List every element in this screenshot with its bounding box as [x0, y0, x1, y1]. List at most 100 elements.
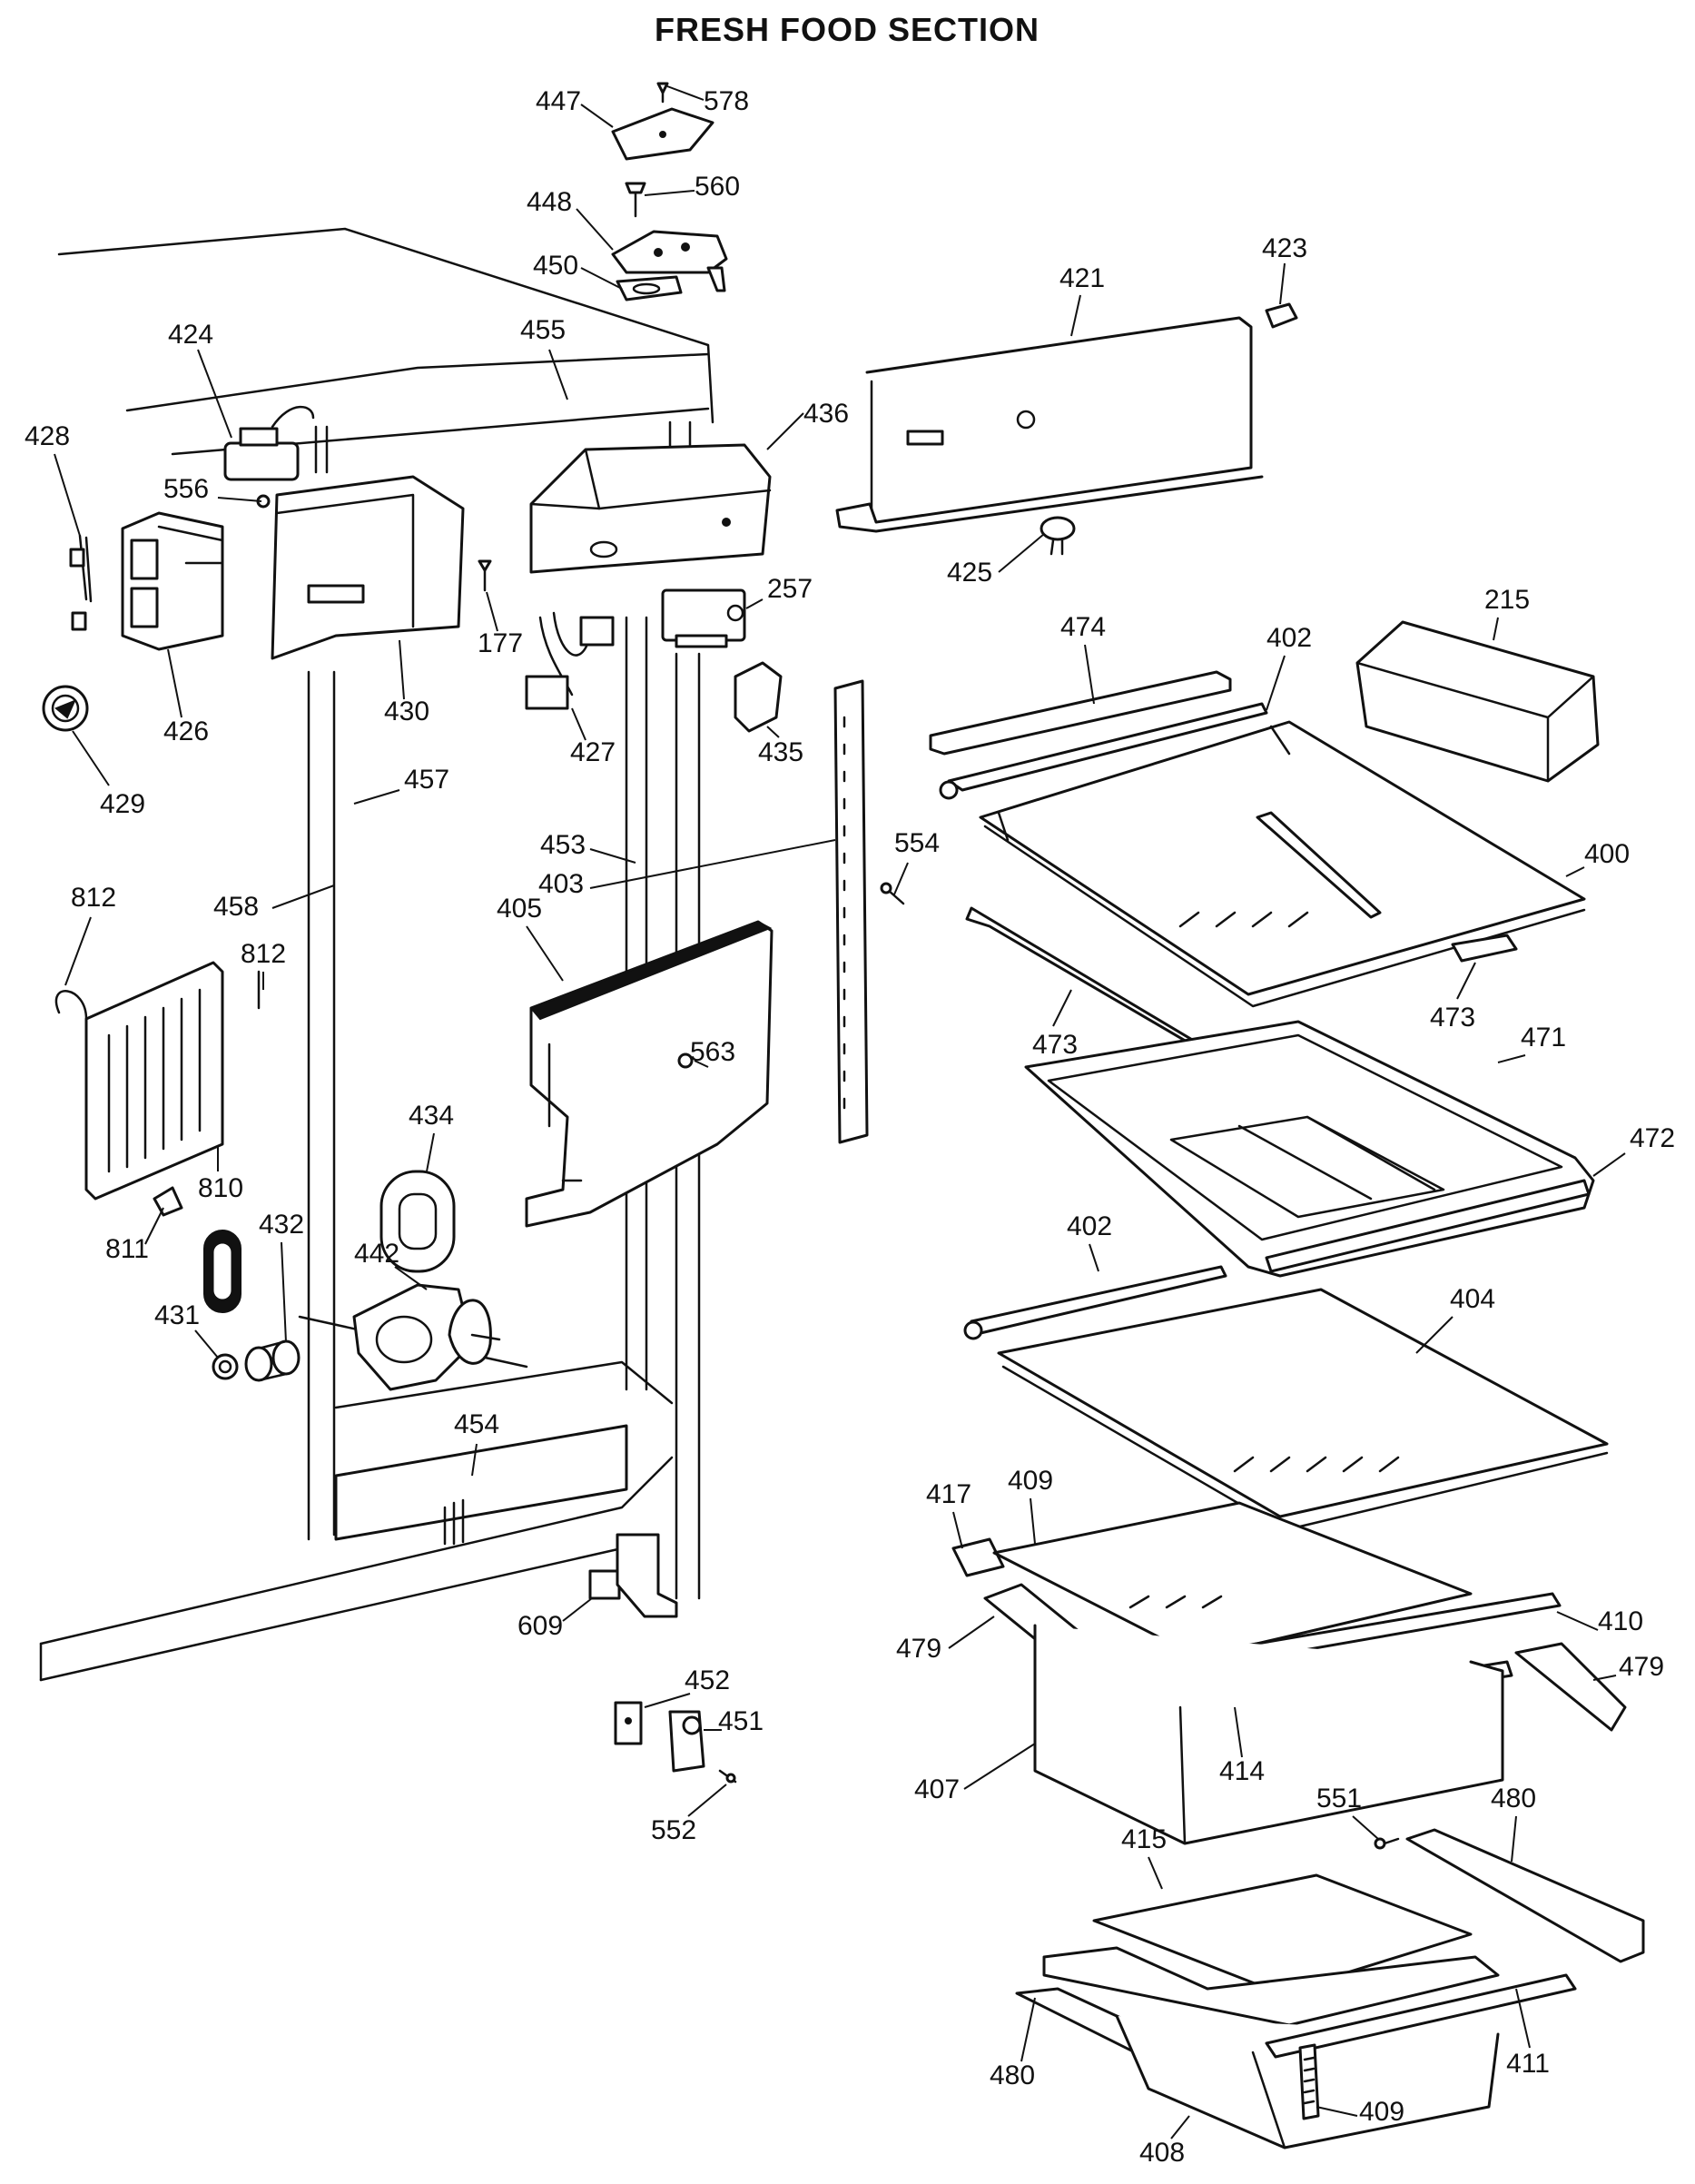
callout-554: 554 — [894, 828, 940, 858]
bottom-mullion-454 — [334, 1424, 628, 1546]
leader-line-609 — [562, 1597, 593, 1622]
leader-line-578 — [666, 85, 705, 101]
callout-472: 472 — [1630, 1123, 1675, 1153]
callout-578: 578 — [704, 86, 749, 116]
screw-552 — [718, 1769, 737, 1784]
callout-473: 473 — [1430, 1003, 1475, 1033]
shelf-400 — [979, 720, 1586, 1008]
wing-nut-811 — [153, 1186, 183, 1217]
callout-455: 455 — [520, 315, 566, 345]
leader-line-429 — [72, 730, 110, 786]
leader-line-452 — [644, 1693, 691, 1708]
leader-line-447 — [580, 104, 614, 128]
callout-415: 415 — [1121, 1824, 1167, 1854]
slide-480-right — [1405, 1828, 1645, 1963]
leader-line-473 — [1456, 962, 1476, 1000]
hinge-shim-450 — [616, 275, 683, 301]
defrost-timer-257 — [661, 588, 746, 648]
callout-563: 563 — [690, 1037, 735, 1067]
leader-line-432 — [281, 1241, 287, 1343]
mullion-cover-405 — [525, 920, 774, 1228]
screw-554 — [880, 882, 905, 905]
hinge-cover-447 — [611, 107, 714, 161]
leader-line-257 — [745, 598, 764, 609]
leader-line-563 — [694, 1060, 709, 1068]
knob-425 — [1040, 516, 1076, 556]
leader-line-430 — [399, 639, 405, 700]
bracket-unlabeled-lower — [616, 1533, 678, 1618]
diagram-title: FRESH FOOD SECTION — [655, 11, 1040, 48]
callout-479: 479 — [896, 1634, 941, 1664]
leader-line-411 — [1515, 1988, 1531, 2049]
sleeve-432 — [244, 1339, 301, 1382]
leader-line-431 — [194, 1329, 219, 1359]
leader-line-177 — [486, 591, 498, 632]
wire-812-left — [54, 990, 88, 1021]
leader-line-402 — [1266, 655, 1286, 711]
callout-414: 414 — [1219, 1756, 1265, 1786]
screw-177 — [478, 559, 492, 592]
retainer-417 — [951, 1537, 1005, 1577]
drawer-407 — [1033, 1624, 1504, 1845]
callout-407: 407 — [914, 1774, 960, 1804]
leader-line-434 — [426, 1132, 435, 1172]
hinge-451 — [668, 1710, 705, 1773]
leader-line-403 — [589, 839, 836, 889]
light-shield-421 — [835, 316, 1264, 533]
callout-473: 473 — [1032, 1030, 1078, 1060]
shelf-trim-402-upper — [939, 702, 1268, 800]
callout-458: 458 — [213, 892, 259, 922]
drain-trough-434 — [379, 1170, 456, 1273]
leader-line-472 — [1592, 1152, 1626, 1177]
leader-line-479 — [948, 1616, 995, 1649]
callout-411: 411 — [1506, 2049, 1550, 2079]
leader-line-480 — [1511, 1815, 1517, 1863]
leader-line-448 — [576, 208, 614, 251]
callout-471: 471 — [1521, 1023, 1566, 1052]
callout-417: 417 — [926, 1479, 971, 1509]
leader-line-455 — [548, 349, 568, 400]
callout-480: 480 — [1491, 1784, 1536, 1813]
divider-409-lower — [1298, 2043, 1320, 2120]
callout-423: 423 — [1262, 233, 1307, 263]
callout-442: 442 — [354, 1239, 399, 1269]
callout-447: 447 — [536, 86, 581, 116]
screw-578 — [656, 82, 669, 104]
leader-line-410 — [1556, 1611, 1599, 1631]
callout-421: 421 — [1059, 263, 1105, 293]
leader-line-409 — [1030, 1497, 1036, 1545]
drawer-front-472 — [1265, 1179, 1591, 1273]
light-socket-housing-426 — [121, 511, 224, 651]
leader-line-453 — [589, 848, 636, 864]
leader-line-556 — [217, 497, 262, 502]
callout-457: 457 — [404, 765, 449, 795]
callout-556: 556 — [163, 474, 209, 504]
callout-811: 811 — [105, 1234, 149, 1264]
leader-line-435 — [766, 726, 780, 738]
thermostat-housing-436 — [529, 443, 772, 574]
callout-428: 428 — [25, 421, 70, 451]
leader-line-436 — [766, 412, 804, 450]
callout-410: 410 — [1598, 1606, 1643, 1636]
leader-line-812 — [64, 916, 92, 986]
light-bulb-423 — [1265, 302, 1298, 329]
leader-lines — [54, 85, 1626, 2140]
leader-line-415 — [1148, 1856, 1163, 1890]
leader-line-811 — [144, 1207, 164, 1245]
leader-line-425 — [998, 533, 1045, 573]
callout-609: 609 — [517, 1611, 563, 1641]
screw-560 — [625, 182, 646, 218]
cabinet-divider-left — [307, 425, 336, 1541]
shelf-track-403 — [833, 679, 869, 1144]
callout-479: 479 — [1619, 1652, 1664, 1682]
leader-line-552 — [687, 1784, 727, 1817]
callout-810: 810 — [198, 1173, 243, 1203]
callout-812: 812 — [71, 883, 116, 913]
shelf-trim-402-lower — [963, 1265, 1227, 1340]
callout-432: 432 — [259, 1210, 304, 1240]
callout-480: 480 — [990, 2060, 1035, 2090]
heater-810 — [84, 961, 224, 1201]
harness-clip-428 — [69, 534, 93, 631]
leader-line-400 — [1565, 866, 1585, 877]
